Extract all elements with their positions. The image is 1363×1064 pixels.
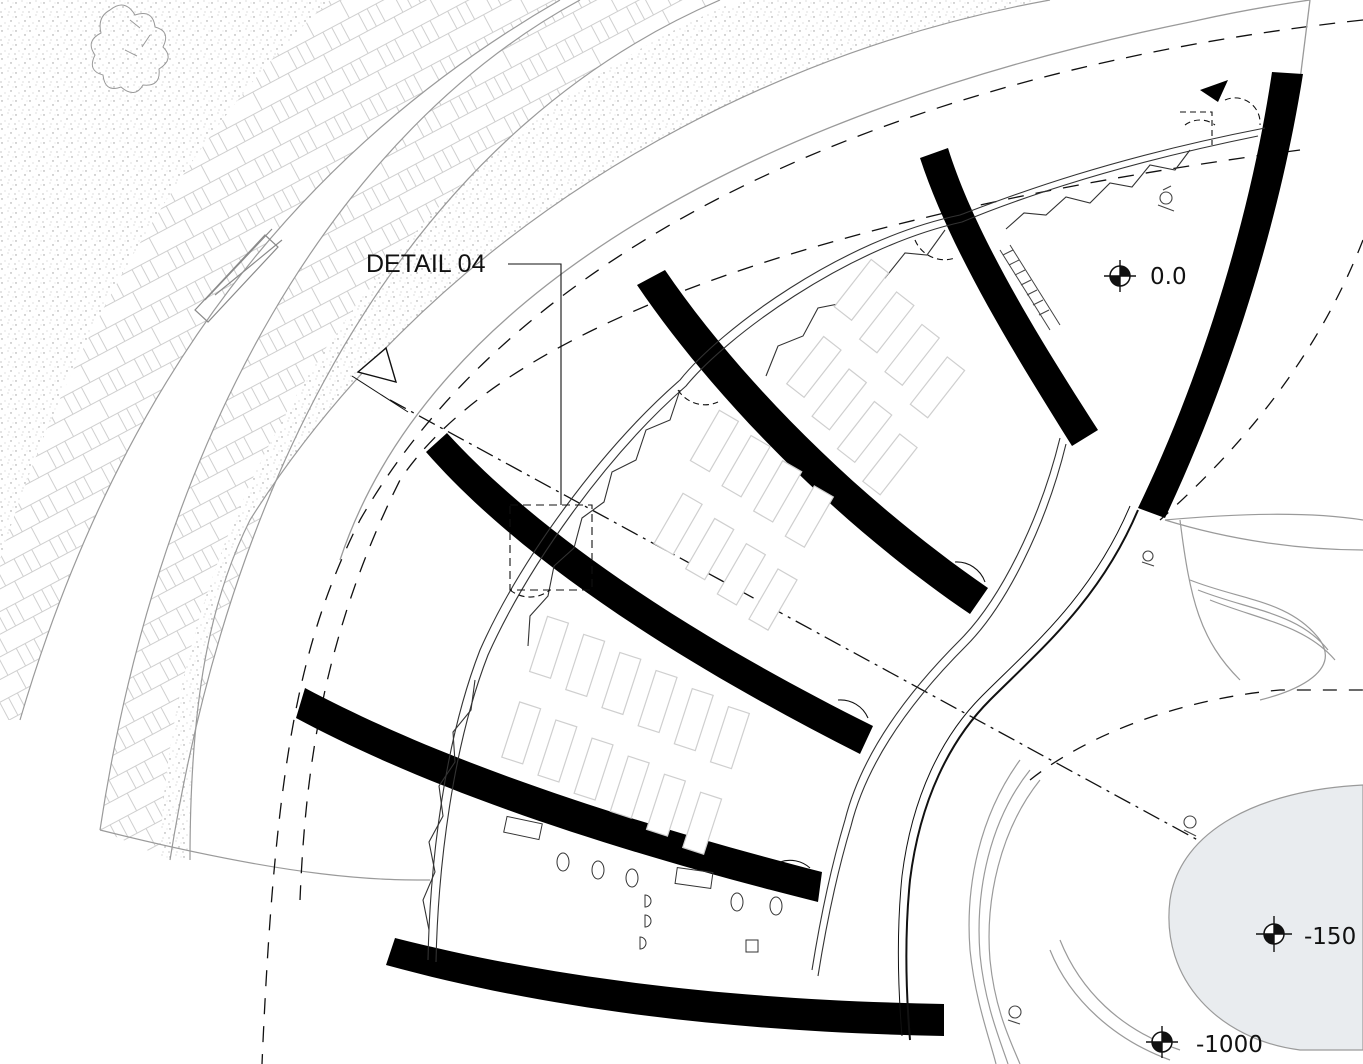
corridor-edges: [897, 505, 1139, 1041]
level-target-icon: [1146, 1026, 1178, 1058]
wall-5: [386, 938, 944, 1036]
paving-band-inner: [100, 0, 720, 860]
detail-boundary-box: [509, 504, 593, 591]
person-icon-2: [1141, 550, 1155, 567]
plinth-edge: [1299, 0, 1311, 81]
detail-callout: DETAIL 04: [366, 250, 593, 591]
people-icons: [1007, 185, 1197, 1025]
outer-boundary-arc: [339, 0, 1311, 561]
detail-label: DETAIL 04: [366, 250, 486, 278]
level-marker-0: 0.0: [1104, 260, 1187, 292]
furniture: [501, 258, 966, 855]
section-marker-icon: [356, 346, 398, 383]
wall-east: [1138, 72, 1303, 518]
dashed-right-arc: [1159, 239, 1363, 521]
landscape-bands: [0, 0, 1051, 881]
level-label-2: -1000: [1196, 1032, 1263, 1058]
person-icon-1: [1157, 185, 1175, 212]
dashed-inner-arc: [299, 149, 1301, 901]
dashed-outer-arc: [261, 19, 1363, 1064]
pool: [1168, 784, 1363, 1051]
level-marker-1: -150: [1256, 916, 1356, 952]
tree-canopy-icon: [90, 4, 169, 93]
level-marker-2: -1000: [1146, 1026, 1263, 1058]
view-arrow-icon: [1200, 80, 1228, 102]
level-target-icon: [1256, 916, 1292, 952]
dashed-pool-arc: [1029, 689, 1363, 781]
section-cut-line: [389, 399, 1363, 931]
person-icon-4: [1007, 1005, 1022, 1025]
bench-icon: [194, 228, 283, 323]
level-label-0: 0.0: [1150, 264, 1187, 290]
level-label-1: -150: [1304, 924, 1356, 950]
bike-rack: [999, 244, 1061, 331]
door-swings: [509, 97, 1261, 869]
wall-3: [426, 433, 873, 754]
wall-1: [920, 148, 1098, 446]
person-icon-3: [1183, 815, 1197, 837]
level-target-icon: [1104, 260, 1136, 292]
wall-2: [637, 270, 988, 614]
restroom-fixtures: [503, 815, 783, 953]
gravel-band-outer: [0, 0, 330, 560]
guide-lines: [261, 0, 1363, 1064]
